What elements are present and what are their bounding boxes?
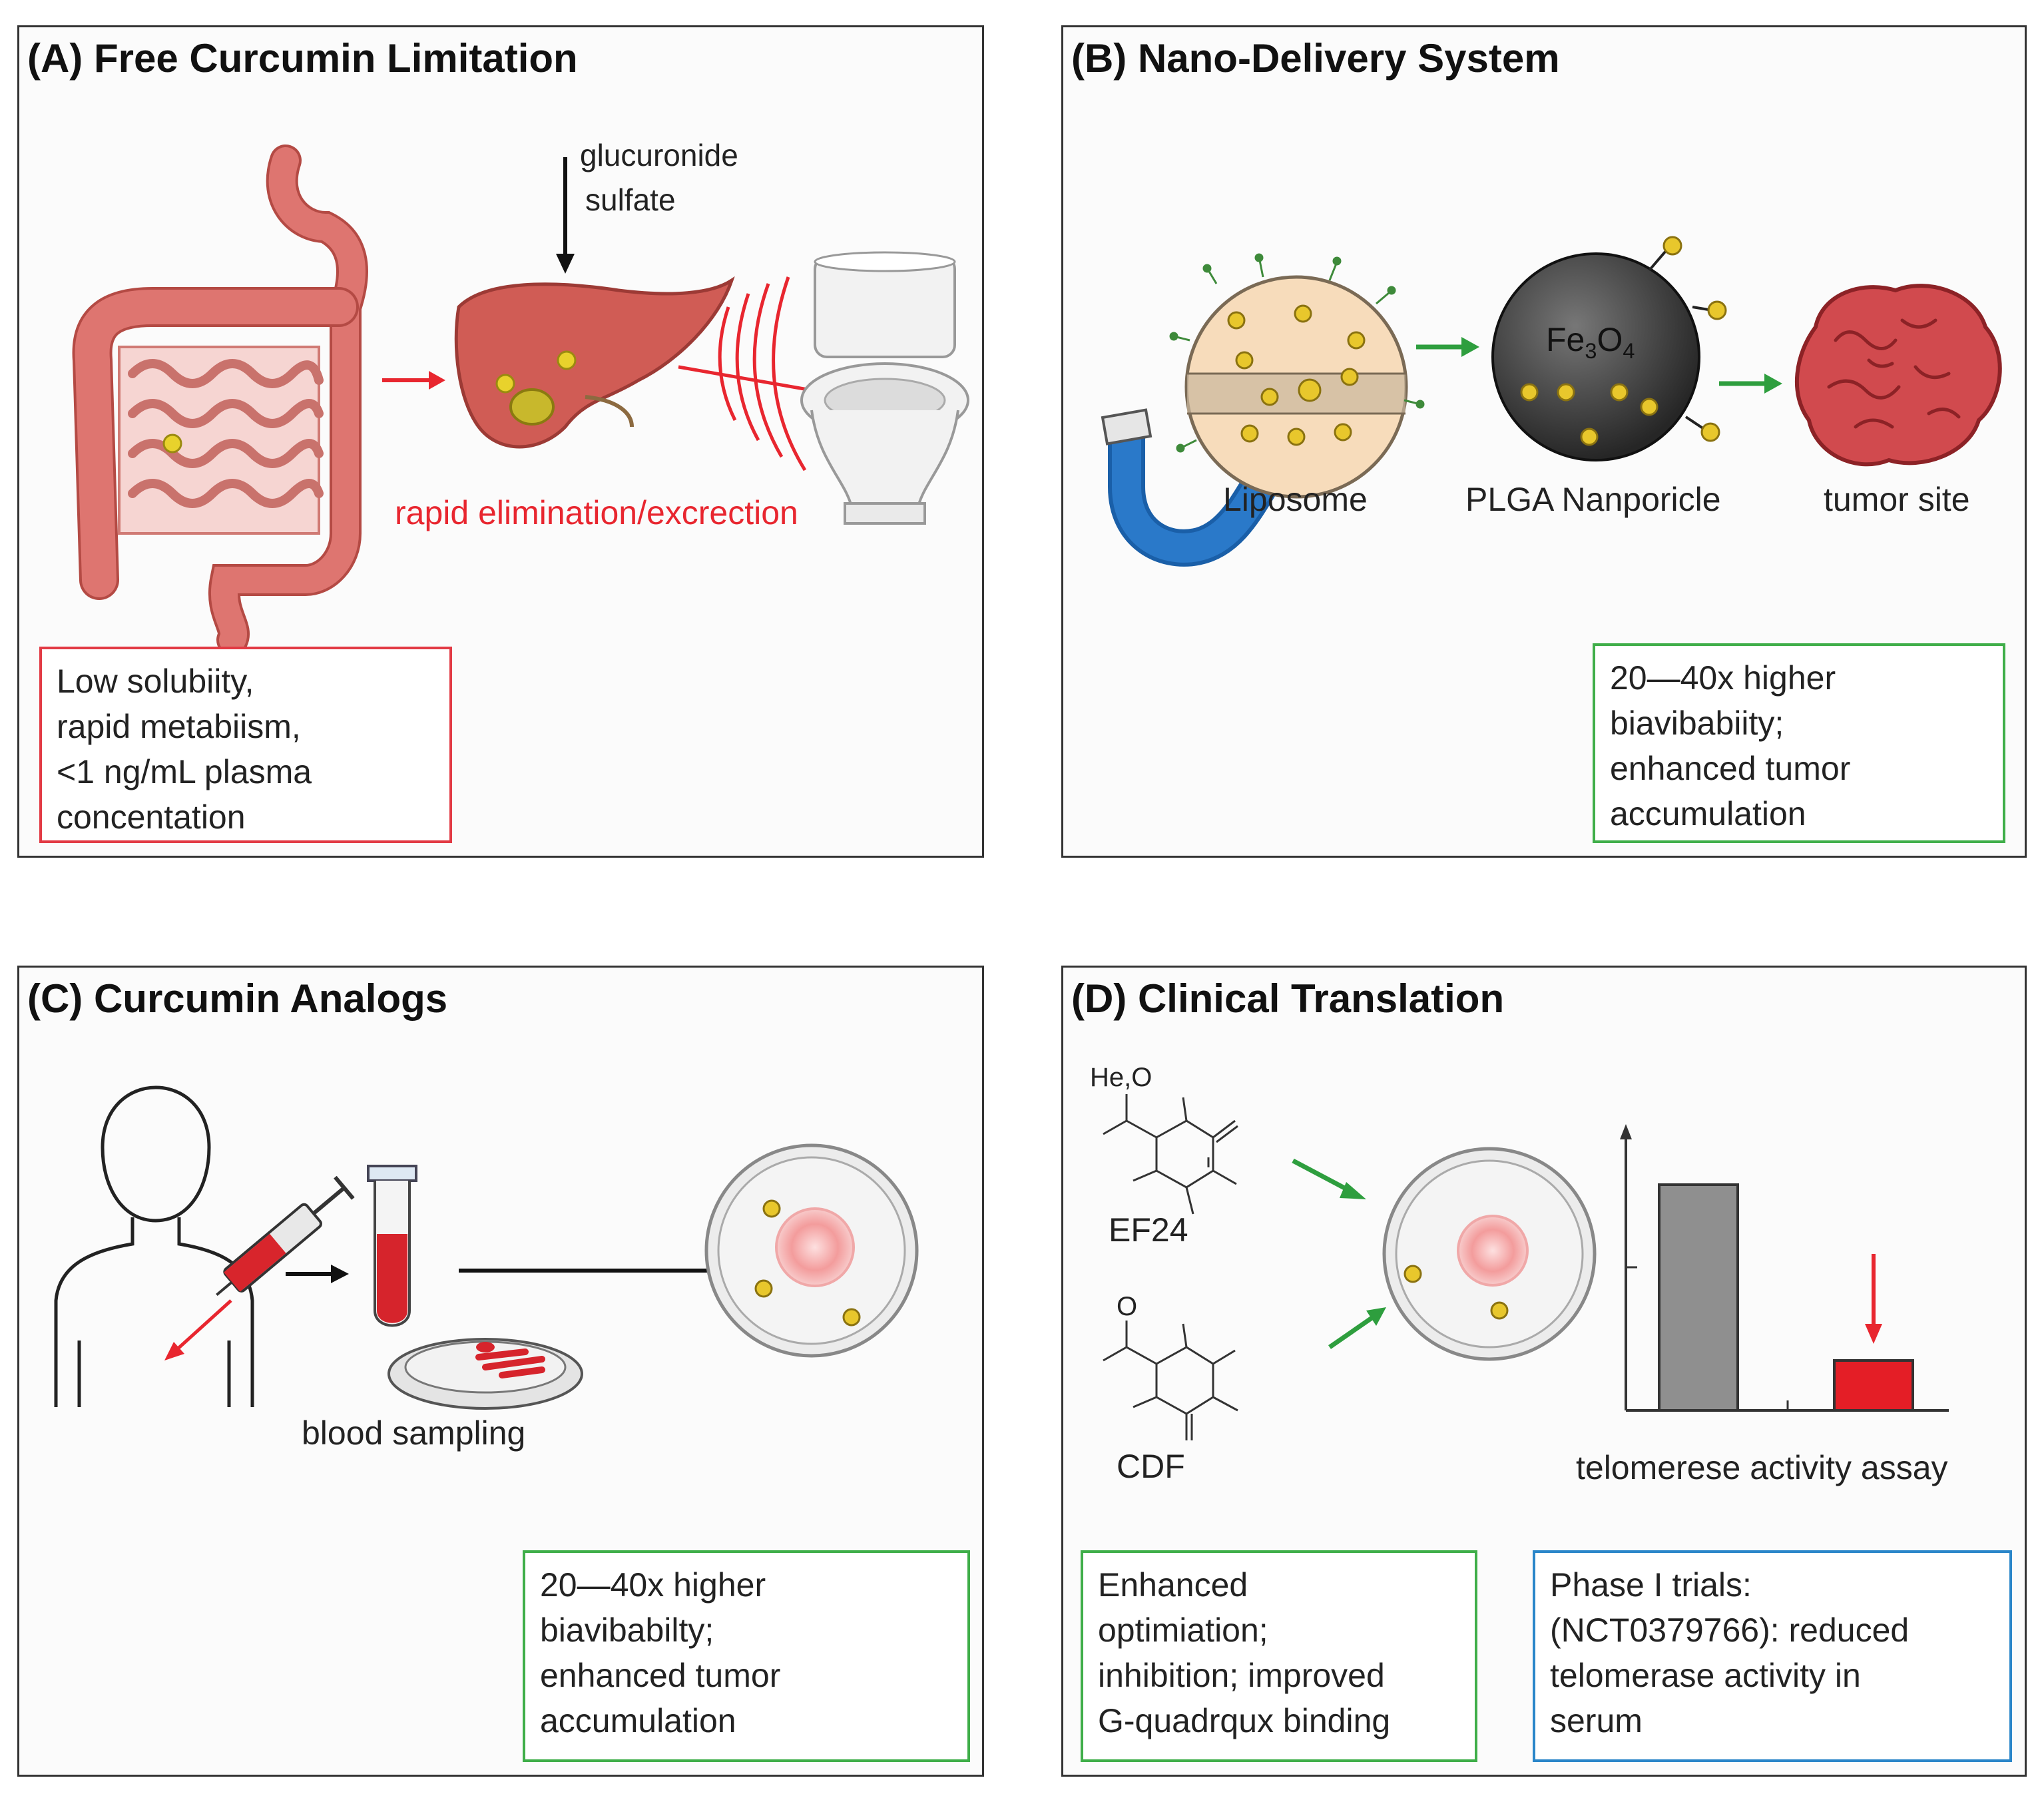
panel-a-title: (A) Free Curcumin Limitation <box>27 36 578 81</box>
panel-b-title: (B) Nano-Delivery System <box>1071 36 1560 81</box>
panel-d-title: (D) Clinical Translation <box>1071 976 1505 1021</box>
liver-icon <box>454 276 735 449</box>
cell-dish-icon <box>1382 1147 1597 1361</box>
ef24-label: EF24 <box>1109 1211 1188 1249</box>
tumor-site-label: tumor site <box>1824 481 1970 518</box>
panel-c-art <box>54 1085 919 1410</box>
note-line: rapid metabiism, <box>57 708 301 745</box>
green-arrow-cdf <box>1328 1307 1386 1349</box>
note-line: (NCT0379766): reduced <box>1550 1612 1910 1649</box>
bar-treated <box>1833 1359 1914 1412</box>
fe3o4-label: Fe3O4 <box>1546 320 1635 364</box>
assay-label: telomerese activity assay <box>1576 1449 1948 1486</box>
note-line: serum <box>1550 1702 1643 1739</box>
elimination-label: rapid elimination/excrection <box>395 494 798 531</box>
liposome-icon <box>1169 253 1425 499</box>
liposome-label: Liposome <box>1223 481 1368 518</box>
note-line: Enhanced <box>1098 1566 1248 1604</box>
note-line: accumulation <box>540 1702 736 1739</box>
note-line: 20—40x higher <box>540 1566 766 1604</box>
note-line: <1 ng/mL plasma <box>57 753 312 790</box>
panel-b-note: 20—40x higher biavibabiity; enhanced tum… <box>1593 643 2005 843</box>
note-line: 20—40x higher <box>1610 659 1836 697</box>
note-line: telomerase activity in <box>1550 1657 1861 1694</box>
petri-dish-icon <box>387 1338 583 1410</box>
metabolite-glucuronide-label: glucuronide <box>580 138 738 172</box>
he-o-label: He,O <box>1090 1063 1152 1092</box>
note-line: optimiation; <box>1098 1612 1268 1649</box>
note-line: Phase I trials: <box>1550 1566 1752 1604</box>
panel-a: (A) Free Curcumin Limitation <box>17 25 984 858</box>
note-line: biavibabiity; <box>1610 705 1784 742</box>
panel-b: (B) Nano-Delivery System <box>1061 25 2027 858</box>
o-label: O <box>1117 1292 1138 1321</box>
panel-c: (C) Curcumin Analogs <box>17 966 984 1777</box>
metabolism-arrow <box>556 157 575 274</box>
metabolite-sulfate-label: sulfate <box>585 182 676 217</box>
panel-d: (D) Clinical Translation <box>1061 966 2027 1777</box>
molecule-icon <box>1103 1094 1238 1215</box>
cdf-label: CDF <box>1117 1448 1185 1485</box>
molecule-icon <box>1103 1321 1238 1440</box>
test-tube-icon <box>367 1165 417 1327</box>
tumor-icon <box>1794 284 2002 467</box>
fe3o4-text: Fe3O4 <box>1546 321 1635 363</box>
panel-a-art <box>72 145 969 656</box>
syringe-icon <box>164 1175 355 1360</box>
toilet-icon <box>800 251 969 525</box>
red-arrow-to-liver <box>382 371 445 390</box>
panel-b-art <box>1101 236 2002 567</box>
panel-c-title: (C) Curcumin Analogs <box>27 976 448 1021</box>
note-line: accumulation <box>1610 795 1806 832</box>
note-line: enhanced tumor <box>540 1657 781 1694</box>
panel-a-note: Low solubiity, rapid metabiism, <1 ng/mL… <box>39 647 452 843</box>
cell-dish-icon <box>704 1143 919 1358</box>
note-line: G-quadrqux binding <box>1098 1702 1391 1739</box>
plga-label: PLGA Nanporicle <box>1465 481 1721 518</box>
note-line: concentation <box>57 798 246 836</box>
intestine-icon <box>72 145 368 656</box>
green-arrow-ef24 <box>1292 1158 1366 1199</box>
note-line: inhibition; improved <box>1098 1657 1385 1694</box>
arrow-to-tube <box>286 1265 349 1283</box>
bar-control <box>1658 1183 1739 1412</box>
panel-c-note: 20—40x higher biavibabilty; enhanced tum… <box>523 1550 970 1762</box>
nanoparticle-icon <box>1491 236 1727 461</box>
green-arrow-1 <box>1416 337 1479 357</box>
blood-sampling-label: blood sampling <box>302 1414 526 1452</box>
note-line: biavibabilty; <box>540 1612 714 1649</box>
telomerase-bar-chart <box>1620 1124 1949 1412</box>
person-icon <box>54 1085 254 1407</box>
note-line: Low solubiity, <box>57 663 254 700</box>
arrow-to-dish <box>459 1261 728 1280</box>
panel-d-note-right: Phase I trials: (NCT0379766): reduced te… <box>1533 1550 2012 1762</box>
green-arrow-2 <box>1719 374 1782 394</box>
panel-d-note-left: Enhanced optimiation; inhibition; improv… <box>1081 1550 1477 1762</box>
panel-d-art <box>1103 1094 1949 1440</box>
elimination-arrows <box>678 276 828 471</box>
note-line: enhanced tumor <box>1610 750 1851 787</box>
